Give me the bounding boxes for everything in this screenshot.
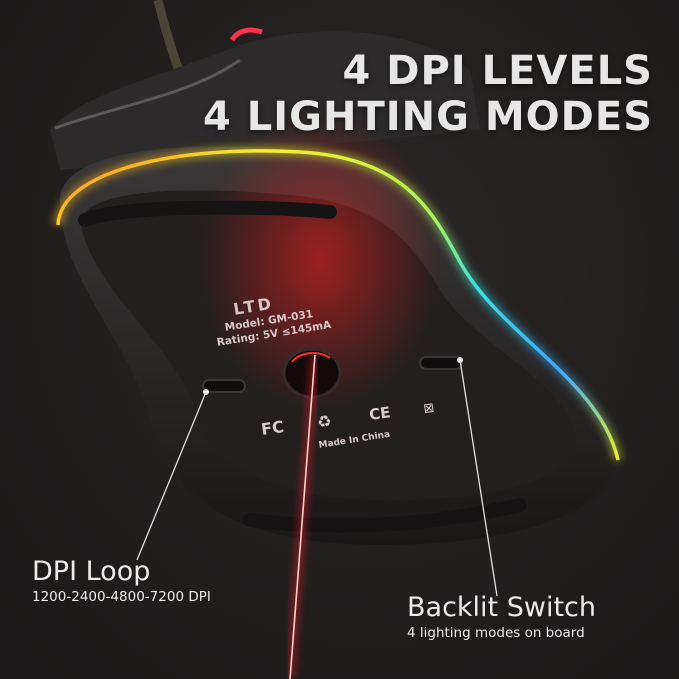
fcc-mark: FC	[260, 417, 285, 439]
dpi-loop-title: DPI Loop	[32, 556, 151, 587]
backlit-switch-button	[419, 356, 463, 370]
dpi-loop-subtitle: 1200-2400-4800-7200 DPI	[32, 589, 211, 605]
dpi-loop-callout: DPI Loop 1200-2400-4800-7200 DPI	[32, 556, 211, 606]
headline-line-1: 4 DPI LEVELS	[342, 48, 653, 94]
ce-mark: CE	[368, 403, 392, 424]
dpi-leader-line	[136, 391, 207, 561]
dpi-loop-button	[202, 379, 246, 393]
headline: 4 DPI LEVELS 4 LIGHTING MODES	[203, 48, 653, 140]
rgb-light-strip	[56, 149, 620, 461]
backlit-leader-line	[459, 359, 498, 597]
recycle-icon: ♻	[316, 411, 333, 432]
backlit-switch-callout: Backlit Switch 4 lighting modes on board	[407, 592, 596, 642]
weee-bin-icon: ⊠	[422, 401, 435, 417]
backlit-switch-subtitle: 4 lighting modes on board	[407, 625, 585, 641]
laser-beam	[289, 354, 316, 679]
headline-line-2: 4 LIGHTING MODES	[203, 94, 653, 140]
backlit-switch-title: Backlit Switch	[407, 592, 596, 623]
